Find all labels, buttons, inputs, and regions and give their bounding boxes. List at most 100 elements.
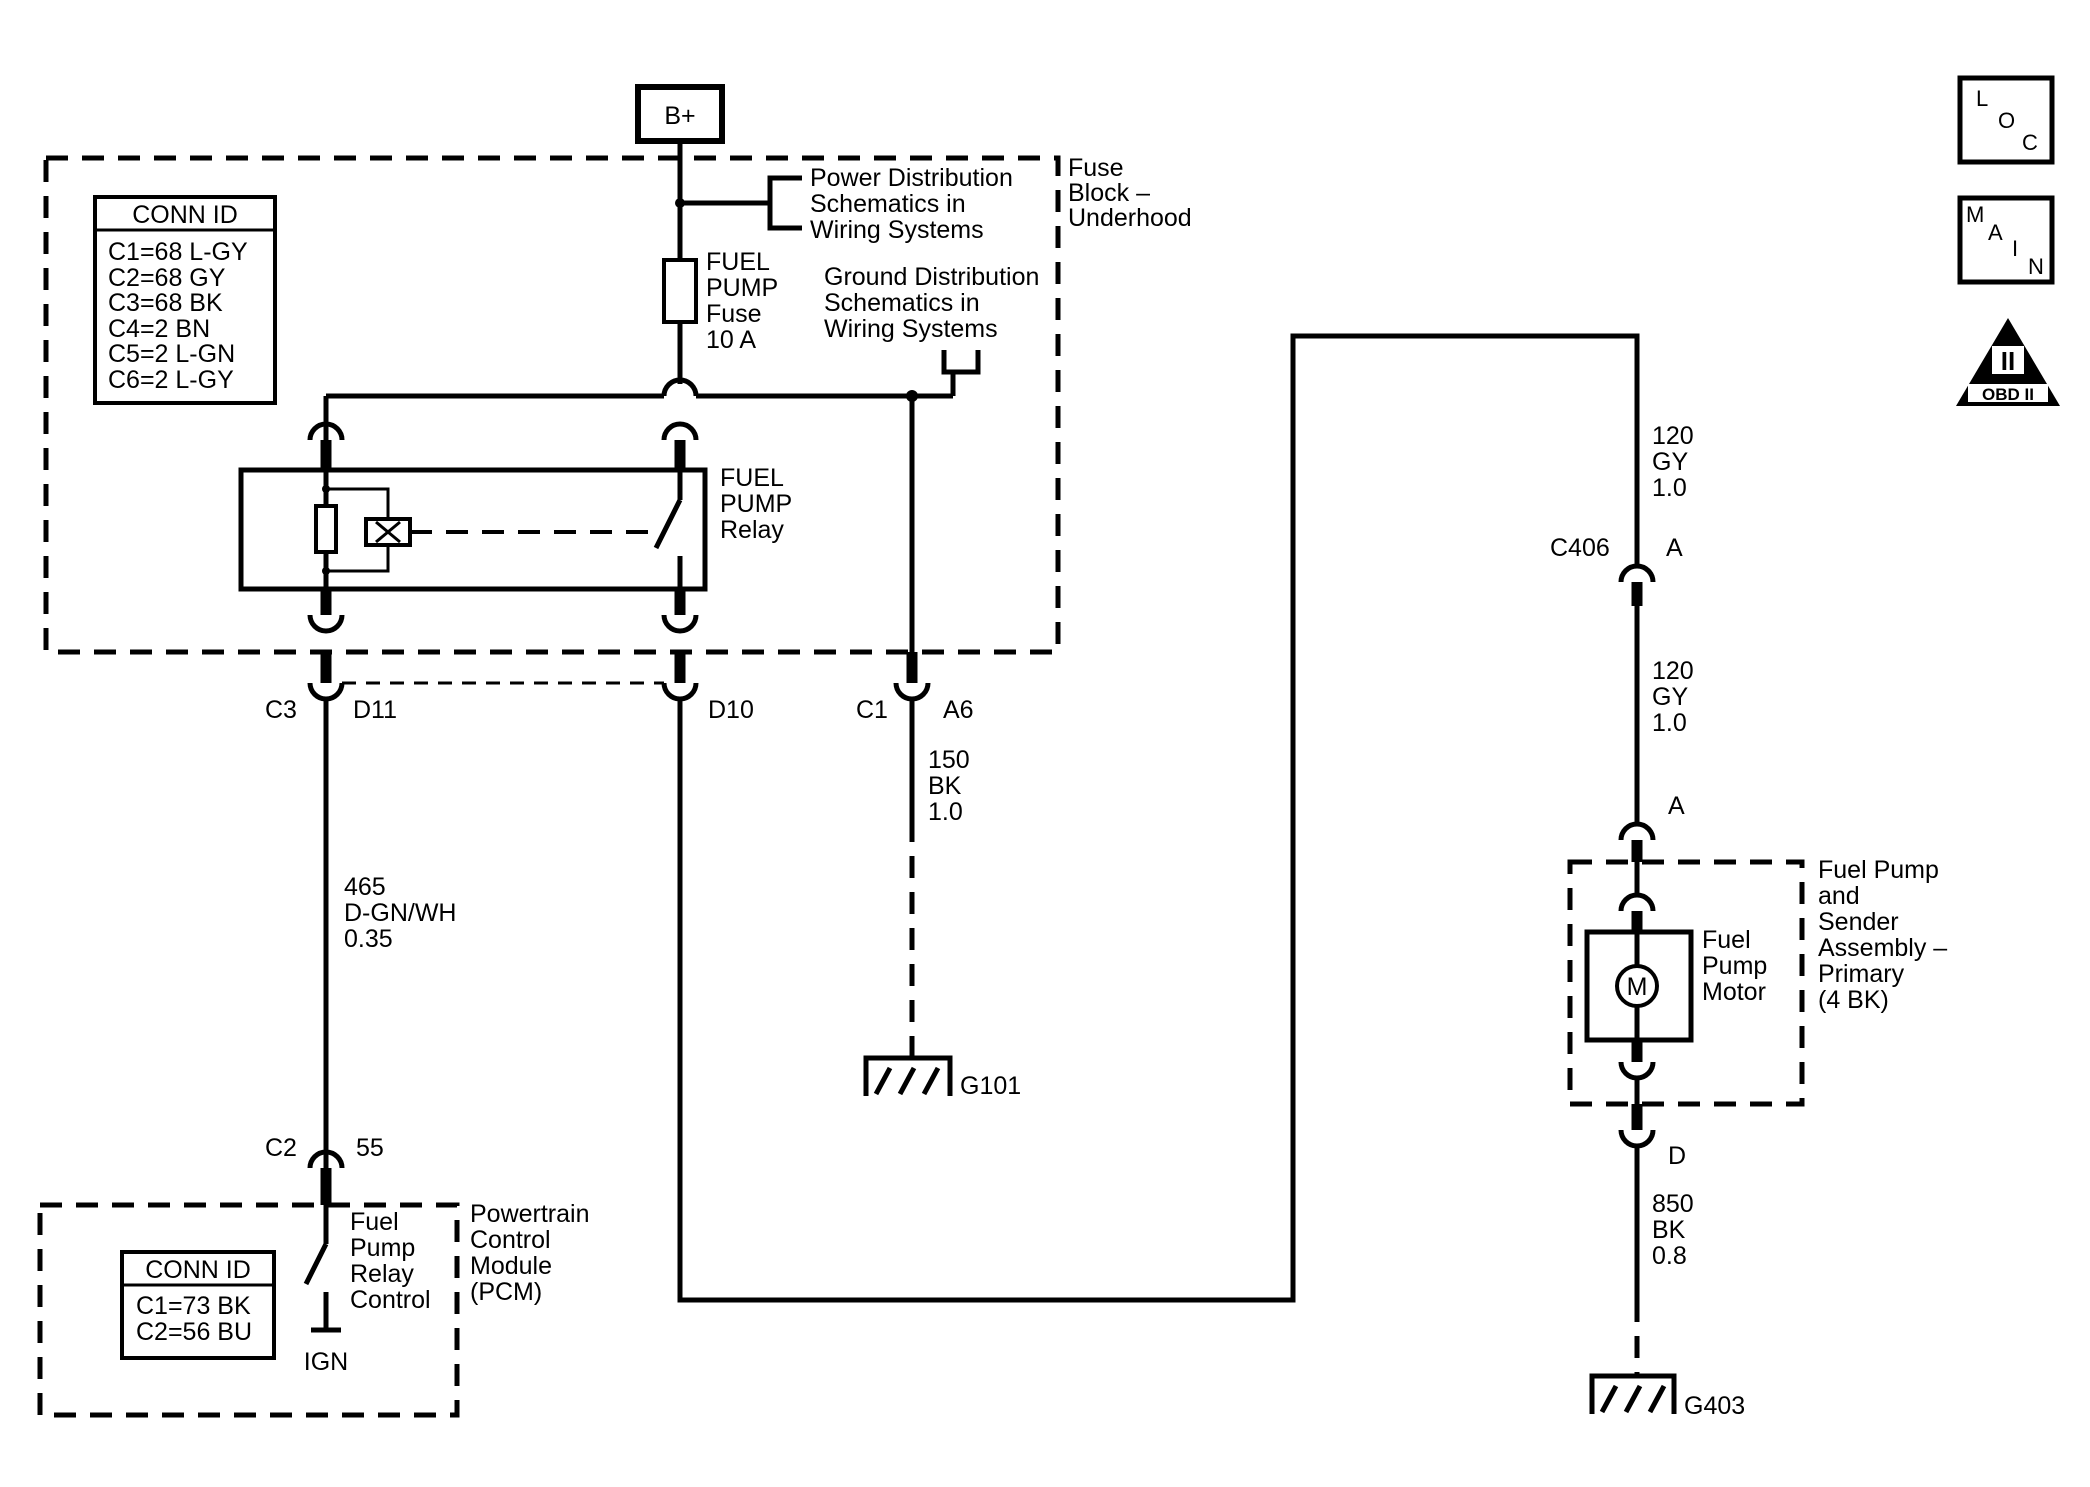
main-letter: I xyxy=(2012,236,2018,261)
main-badge-icon[interactable]: M A I N xyxy=(1957,195,2055,285)
fuse-label-line: 10 A xyxy=(706,326,756,354)
wire-465: 465 D-GN/WH 0.35 xyxy=(323,698,456,1168)
wire-850-gauge: 0.8 xyxy=(1652,1242,1687,1270)
fuel-pump-motor: M Fuel Pump Motor xyxy=(1584,862,1767,1104)
connector-d10: D10 xyxy=(661,652,754,724)
motor-label-line: Fuel xyxy=(1702,926,1751,954)
conn-id-row: C2=68 GY xyxy=(108,264,226,292)
obd-label: OBD II xyxy=(1982,385,2034,404)
pump-pin-a-label: A xyxy=(1668,792,1685,820)
assembly-title-line: and xyxy=(1818,882,1860,910)
pcm-connector-c2: C2 55 xyxy=(265,1134,384,1205)
pump-pin-d-label: D xyxy=(1668,1142,1686,1170)
fuse-label-line: FUEL xyxy=(706,248,770,276)
assembly-title-line: Sender xyxy=(1818,908,1899,936)
wire-120-circuit: 120 xyxy=(1652,657,1694,685)
fuse-block-conn-id-table: CONN ID C1=68 L-GY C2=68 GY C3=68 BK C4=… xyxy=(93,195,277,405)
conn-id-row: C4=2 BN xyxy=(108,315,210,343)
pcm-title-line: Control xyxy=(470,1226,551,1254)
main-letter: A xyxy=(1988,220,2003,245)
relay-terminal-top-left xyxy=(307,421,345,470)
obd-numeral: II xyxy=(2001,346,2015,376)
b-plus-label: B+ xyxy=(664,102,695,130)
wire-120-color: GY xyxy=(1652,448,1688,476)
fuel-pump-assembly-boundary xyxy=(1567,859,1805,1107)
relay-terminal-bottom-left xyxy=(307,589,345,634)
switch-label-line: Control xyxy=(350,1286,431,1314)
ground-g403-label: G403 xyxy=(1684,1392,1745,1420)
ground-g101: G101 xyxy=(863,1055,1021,1100)
pcm-title-line: Powertrain xyxy=(470,1200,590,1228)
relay-terminal-bottom-right xyxy=(661,589,699,634)
ground-dist-line: Schematics in xyxy=(824,289,980,317)
fuel-pump-assembly-title: Fuel Pump and Sender Assembly – Primary … xyxy=(1818,856,1947,1014)
conn-id-row: C2=56 BU xyxy=(136,1318,252,1346)
conn-id-header: CONN ID xyxy=(132,201,238,229)
pin-d11-label: D11 xyxy=(353,696,397,724)
loc-letter: C xyxy=(2022,130,2038,155)
battery-positive-source: B+ xyxy=(635,84,725,144)
wire-120-gauge: 1.0 xyxy=(1652,709,1687,737)
fuse-block-title-line: Block – xyxy=(1068,179,1150,207)
pcm-title: Powertrain Control Module (PCM) xyxy=(470,1200,590,1306)
ground-distribution-reference: Ground Distribution Schematics in Wiring… xyxy=(824,263,1039,399)
conn-id-row: C6=2 L-GY xyxy=(108,366,234,394)
pcm-title-line: (PCM) xyxy=(470,1278,542,1306)
wire-120-color: GY xyxy=(1652,683,1688,711)
loc-badge-icon[interactable]: L O C xyxy=(1957,75,2055,165)
wire-120-lower-labels: 120 GY 1.0 xyxy=(1652,657,1694,737)
pcm-boundary xyxy=(37,1202,460,1418)
relay-feed-bus xyxy=(323,377,918,440)
conn-id-header: CONN ID xyxy=(145,1256,251,1284)
wire-150-gauge: 1.0 xyxy=(928,798,963,826)
relay-terminal-top-right xyxy=(661,421,699,470)
power-distribution-reference: Power Distribution Schematics in Wiring … xyxy=(767,164,1013,244)
conn-id-row: C1=73 BK xyxy=(136,1292,251,1320)
wire-850-circuit: 850 xyxy=(1652,1190,1694,1218)
fuel-pump-relay: FUEL PUMP Relay xyxy=(238,464,792,592)
switch-label-line: Pump xyxy=(350,1234,415,1262)
wire-465-circuit: 465 xyxy=(344,873,386,901)
obd-ii-badge-icon[interactable]: II OBD II xyxy=(1956,318,2060,406)
connector-c406: C406 A xyxy=(1550,534,1683,826)
ign-label: IGN xyxy=(304,1348,348,1376)
ground-g101-label: G101 xyxy=(960,1072,1021,1100)
loc-letter: L xyxy=(1976,86,1988,111)
fuel-pump-pin-d: D xyxy=(1618,1104,1686,1170)
power-dist-line: Wiring Systems xyxy=(810,216,984,244)
pin-55-label: 55 xyxy=(356,1134,384,1162)
connector-c406-label: C406 xyxy=(1550,534,1610,562)
pcm-conn-id-table: CONN ID C1=73 BK C2=56 BU xyxy=(120,1250,276,1360)
fuse-label-line: PUMP xyxy=(706,274,778,302)
wire-465-color: D-GN/WH xyxy=(344,899,456,927)
pcm-title-line: Module xyxy=(470,1252,552,1280)
connector-c1-a6: C1 A6 xyxy=(856,396,974,724)
assembly-title-line: Primary xyxy=(1818,960,1905,988)
wire-465-gauge: 0.35 xyxy=(344,925,393,953)
switch-label-line: Relay xyxy=(350,1260,414,1288)
connector-c2-label: C2 xyxy=(265,1134,297,1162)
assembly-title-line: Assembly – xyxy=(1818,934,1947,962)
power-dist-line: Schematics in xyxy=(810,190,966,218)
main-letter: M xyxy=(1966,202,1984,227)
ground-dist-line: Wiring Systems xyxy=(824,315,998,343)
b-plus-feed-wire xyxy=(675,141,770,260)
motor-label-line: Motor xyxy=(1702,978,1766,1006)
fuse-block-title-line: Underhood xyxy=(1068,204,1192,232)
c406-pin-label: A xyxy=(1666,534,1683,562)
pcm-relay-control-switch: Fuel Pump Relay Control IGN xyxy=(303,1205,431,1376)
wire-120-gauge: 1.0 xyxy=(1652,474,1687,502)
wire-150-color: BK xyxy=(928,772,962,800)
wire-120-loop xyxy=(677,333,1640,1303)
wire-850: 850 BK 0.8 xyxy=(1634,1146,1694,1376)
relay-label-line: FUEL xyxy=(720,464,784,492)
assembly-title-line: (4 BK) xyxy=(1818,986,1889,1014)
motor-symbol: M xyxy=(1627,973,1648,1001)
wire-850-color: BK xyxy=(1652,1216,1686,1244)
conn-id-row: C1=68 L-GY xyxy=(108,238,248,266)
conn-id-row: C3=68 BK xyxy=(108,289,223,317)
pin-d10-label: D10 xyxy=(708,696,754,724)
pin-a6-label: A6 xyxy=(943,696,974,724)
loc-letter: O xyxy=(1998,108,2015,133)
